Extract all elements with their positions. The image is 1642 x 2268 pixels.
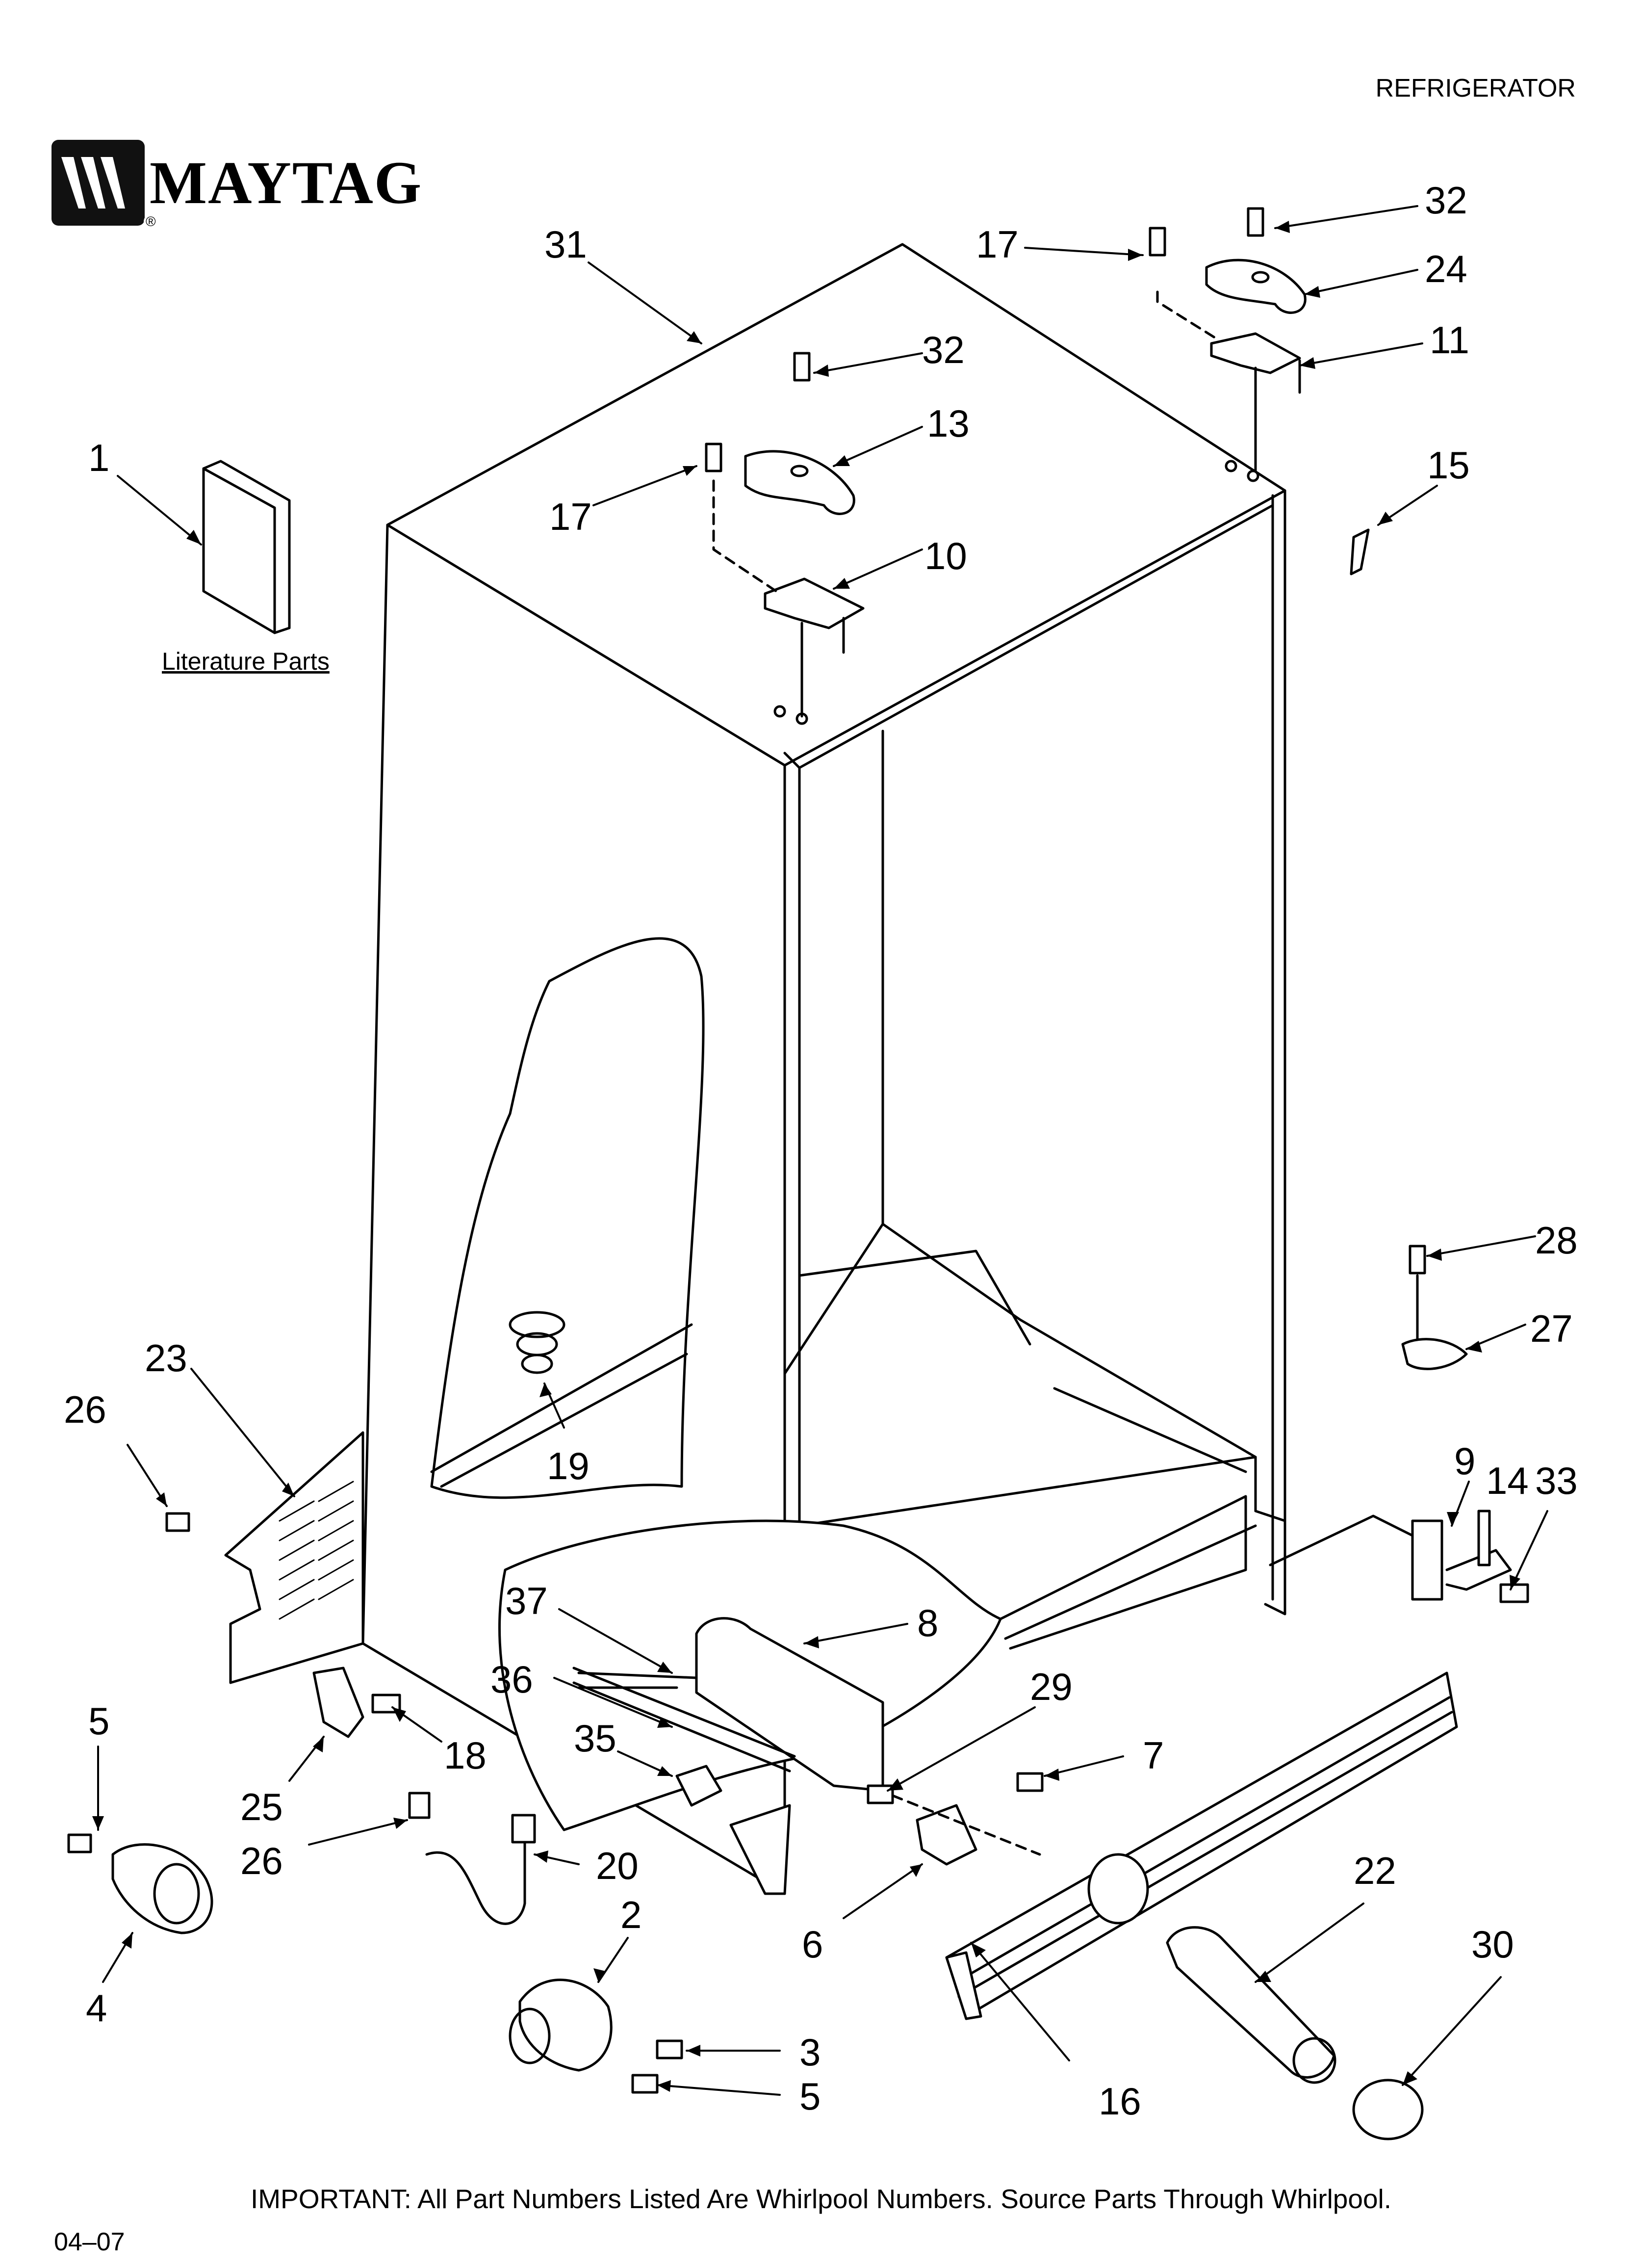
callout-33: 33 [1535,1459,1578,1502]
callout-14: 14 [1486,1459,1529,1502]
bracket-9 [1411,1519,1443,1601]
callout-7: 7 [1143,1734,1164,1777]
registered-mark: ® [144,214,158,230]
callout-31: 31 [544,223,587,266]
callout-24: 24 [1425,247,1467,290]
roller-4 [111,1843,213,1934]
cutaway-left [430,937,705,1499]
filter-cap-30 [1352,2079,1424,2140]
callout-19: 19 [547,1444,590,1487]
callout-17-left: 17 [549,495,592,538]
part-15 [1350,528,1370,575]
callout-17-right: 17 [976,223,1019,266]
callout-5-left: 5 [88,1699,109,1743]
callout-35: 35 [574,1717,616,1760]
hinge-cover-24 [1205,259,1307,314]
literature-parts-label: Literature Parts [162,648,330,675]
callout-30: 30 [1471,1923,1514,1966]
roller-2 [518,1979,613,2072]
bracket-25 [312,1667,364,1738]
callout-5-bottom: 5 [799,2075,821,2118]
document-category: REFRIGERATOR [1375,74,1576,103]
callout-18: 18 [444,1734,487,1777]
callout-27: 27 [1530,1307,1573,1350]
callout-10: 10 [924,534,967,577]
callout-22: 22 [1354,1849,1396,1892]
bracket-6 [916,1804,977,1866]
callout-8: 8 [917,1601,938,1644]
callout-36: 36 [490,1658,533,1701]
callout-13: 13 [927,402,970,445]
brand-name: MAYTAG [150,149,423,216]
important-notice: IMPORTANT: All Part Numbers Listed Are W… [250,2184,1392,2214]
callout-4: 4 [86,1986,107,2030]
maytag-logo: ® MAYTAG [51,140,423,230]
callout-20: 20 [596,1844,639,1887]
water-filter-22 [1166,1926,1335,2079]
callout-32-right: 32 [1425,179,1467,222]
callout-32-left: 32 [922,328,965,371]
callout-2: 2 [620,1893,641,1936]
callout-26-mid: 26 [240,1839,283,1882]
callout-1: 1 [88,436,109,479]
literature-parts [202,467,276,634]
callout-23: 23 [145,1336,187,1380]
callout-29: 29 [1030,1665,1073,1708]
grille-23 [224,1431,364,1684]
callout-16: 16 [1099,2080,1141,2123]
callout-15: 15 [1427,443,1470,487]
part-27 [1401,1338,1468,1370]
callout-9: 9 [1454,1439,1475,1483]
part-35 [675,1765,722,1807]
callout-28: 28 [1535,1219,1578,1262]
callout-26-left: 26 [64,1388,106,1431]
maytag-logo-mark: ® [51,140,158,230]
revision-date: 04–07 [54,2228,125,2256]
callout-37: 37 [505,1579,548,1622]
callout-6: 6 [802,1923,823,1966]
water-valve-8 [695,1617,884,1792]
callout-25: 25 [240,1785,283,1828]
tube-20 [425,1833,526,1925]
callout-11: 11 [1430,318,1469,362]
callout-3: 3 [799,2031,821,2074]
hinge-cover-13 [744,450,855,515]
